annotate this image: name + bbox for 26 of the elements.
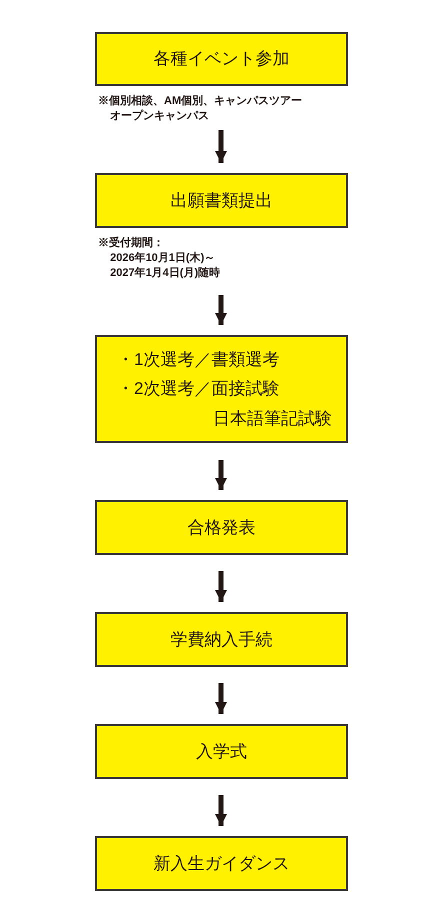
arrow	[215, 295, 227, 325]
note-text: ※受付期間：	[98, 236, 165, 251]
box-text: ・1次選考／書類選考	[117, 349, 280, 370]
note-text: 2027年1月4日(月)随時	[109, 266, 222, 281]
process-box	[95, 335, 348, 443]
box-text: 学費納入手続	[170, 628, 272, 650]
box-text: ・2次選考／面接試験	[117, 378, 280, 400]
process-box	[95, 32, 348, 86]
box-text: 日本語筆記試験	[213, 408, 333, 429]
box-text: 各種イベント参加	[154, 48, 290, 70]
arrow	[215, 795, 227, 826]
process-box	[95, 612, 348, 667]
note-text: ※個別相談、AM個別、キャンパスツアーオープンキャンパス	[98, 94, 304, 124]
box-text: 合格発表	[188, 516, 256, 538]
process-box	[95, 724, 348, 779]
process-box	[95, 836, 348, 891]
arrow	[215, 683, 227, 714]
box-text: 入学式	[196, 740, 247, 762]
process-box	[95, 500, 348, 555]
arrow	[215, 130, 227, 163]
arrow	[215, 460, 227, 490]
note-text: 2026年10月1日(木)～	[109, 251, 216, 266]
arrow	[215, 571, 227, 602]
process-box	[95, 173, 348, 228]
box-text: 出願書類提出	[170, 190, 272, 212]
box-text: 新入生ガイダンス	[154, 852, 290, 874]
